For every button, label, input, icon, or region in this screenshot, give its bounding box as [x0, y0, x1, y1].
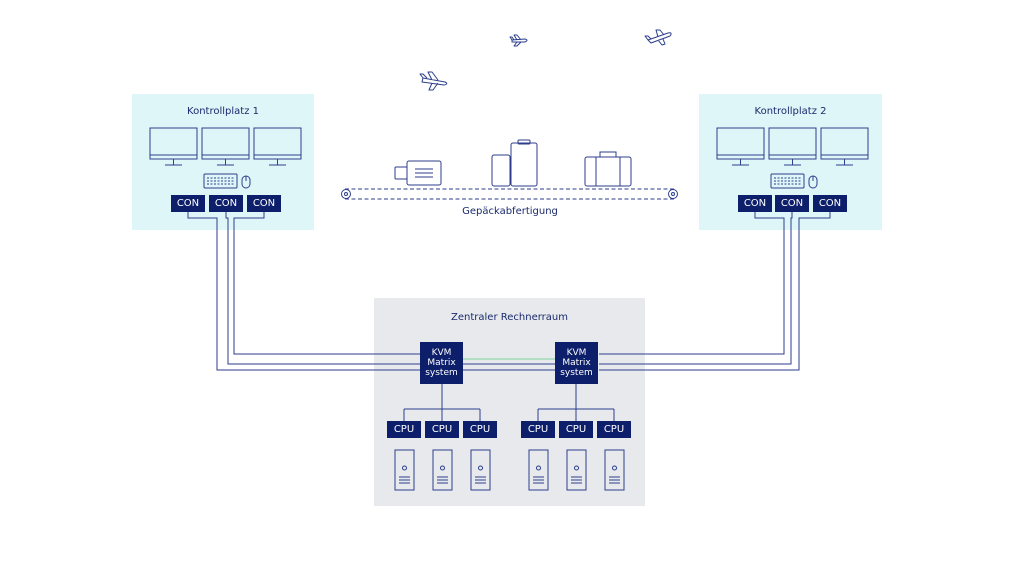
- monitor-icon: [201, 127, 250, 166]
- airplane-icon: [419, 71, 448, 91]
- suitcase-icon: [491, 139, 538, 187]
- cpu-unit: CPU: [521, 421, 555, 438]
- keyboard-icon: [770, 173, 805, 189]
- tower-pc-icon: [470, 449, 491, 491]
- kvm-label-line: Matrix: [562, 358, 591, 368]
- kvm-interconnect: [463, 358, 555, 371]
- console-unit: CON: [171, 195, 205, 212]
- kvm-label-line: system: [560, 368, 593, 378]
- kvm-label-line: Matrix: [427, 358, 456, 368]
- monitor-icon: [253, 127, 302, 166]
- monitor-icon: [820, 127, 869, 166]
- monitor-icon: [716, 127, 765, 166]
- suitcase-icon: [394, 160, 442, 186]
- airplane-icon: [509, 34, 528, 47]
- server-room-title: Zentraler Rechnerraum: [451, 312, 568, 323]
- console-unit: CON: [775, 195, 809, 212]
- mouse-icon: [808, 175, 818, 189]
- conveyor-caption: Gepäckabfertigung: [462, 206, 558, 217]
- cpu-unit: CPU: [597, 421, 631, 438]
- console-cable: [599, 212, 831, 371]
- tower-pc-icon: [394, 449, 415, 491]
- kvm-label-line: KVM: [566, 348, 587, 358]
- server-room-panel: Zentraler Rechnerraum: [374, 298, 645, 506]
- tower-pc-icon: [432, 449, 453, 491]
- cpu-unit: CPU: [559, 421, 593, 438]
- control-station-1-title: Kontrollplatz 1: [187, 106, 259, 117]
- kvm-matrix-system: KVM Matrix system: [420, 342, 463, 384]
- kvm-label-line: system: [425, 368, 458, 378]
- console-unit: CON: [738, 195, 772, 212]
- tower-pc-icon: [566, 449, 587, 491]
- control-station-2-title: Kontrollplatz 2: [754, 106, 827, 117]
- cpu-cable: [403, 384, 615, 421]
- tower-pc-icon: [604, 449, 625, 491]
- keyboard-icon: [203, 173, 238, 189]
- tower-pc-icon: [528, 449, 549, 491]
- monitor-icon: [149, 127, 198, 166]
- console-cable: [187, 212, 420, 371]
- console-unit: CON: [813, 195, 847, 212]
- kvm-matrix-system: KVM Matrix system: [555, 342, 598, 384]
- suitcase-icon: [584, 151, 632, 187]
- cpu-unit: CPU: [463, 421, 497, 438]
- airplane-icon: [644, 29, 672, 46]
- cpu-unit: CPU: [425, 421, 459, 438]
- console-unit: CON: [247, 195, 281, 212]
- monitor-icon: [768, 127, 817, 166]
- mouse-icon: [241, 175, 251, 189]
- console-unit: CON: [209, 195, 243, 212]
- cpu-unit: CPU: [387, 421, 421, 438]
- conveyor-belt: [341, 188, 678, 200]
- kvm-label-line: KVM: [431, 348, 452, 358]
